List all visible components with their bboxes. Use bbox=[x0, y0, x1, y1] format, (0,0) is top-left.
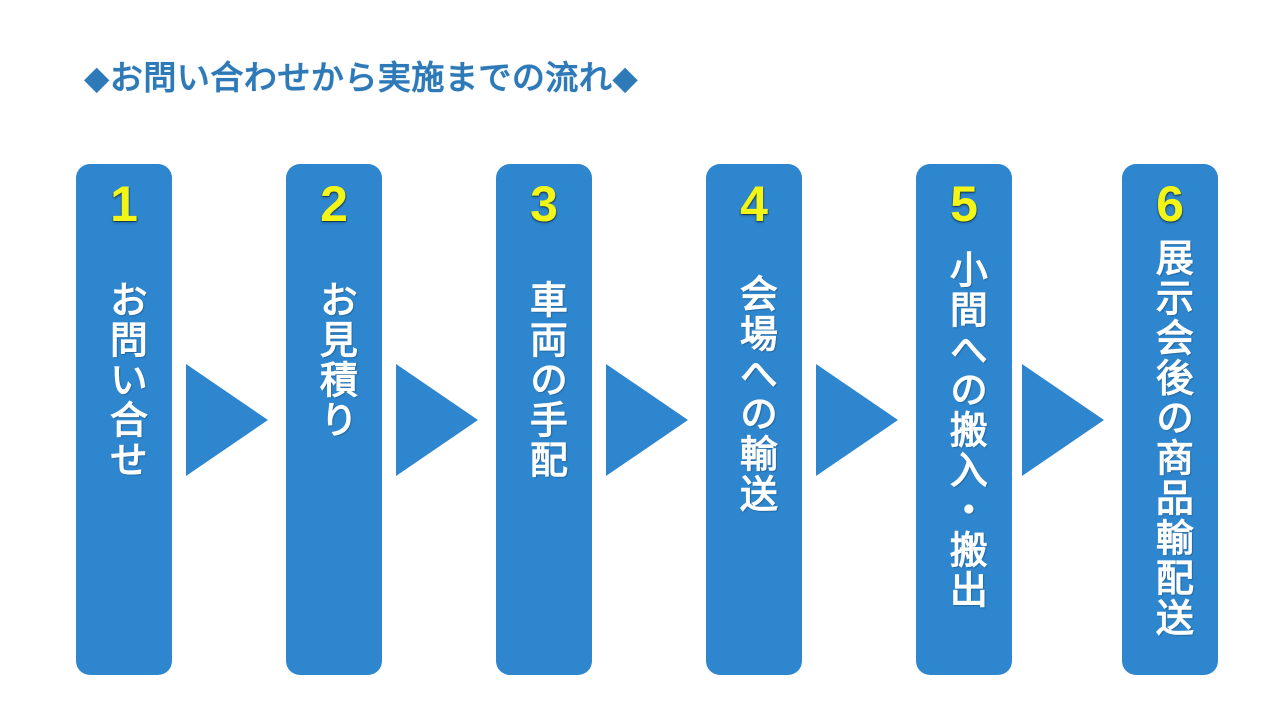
flow-step-card-3: 3 車両の手配 bbox=[496, 164, 592, 675]
step-label-5: 小間への搬入・搬出 bbox=[943, 250, 986, 610]
arrow-1-to-2-icon bbox=[186, 364, 268, 476]
step-label-6: 展示会後の商品輸配送 bbox=[1149, 238, 1192, 638]
step-number-1: 1 bbox=[110, 176, 138, 232]
arrow-4-to-5-icon bbox=[816, 364, 898, 476]
arrow-3-to-4-icon bbox=[606, 364, 688, 476]
arrow-5-to-6-icon bbox=[1022, 364, 1104, 476]
step-number-4: 4 bbox=[740, 176, 768, 232]
step-number-6: 6 bbox=[1156, 176, 1184, 232]
page-title: ◆お問い合わせから実施までの流れ◆ bbox=[84, 59, 639, 96]
step-number-2: 2 bbox=[320, 176, 348, 232]
flow-step-card-6: 6 展示会後の商品輸配送 bbox=[1122, 164, 1218, 675]
arrow-2-to-3-icon bbox=[396, 364, 478, 476]
step-number-3: 3 bbox=[530, 176, 558, 232]
flow-diagram: 1 お問い合せ 2 お見積り 3 車両の手配 4 会場への輸送 5 小間への搬入… bbox=[0, 164, 1280, 676]
flow-step-card-1: 1 お問い合せ bbox=[76, 164, 172, 675]
step-label-1: お問い合せ bbox=[103, 280, 146, 480]
flow-step-card-4: 4 会場への輸送 bbox=[706, 164, 802, 675]
step-label-4: 会場への輸送 bbox=[733, 274, 776, 514]
flow-step-card-5: 5 小間への搬入・搬出 bbox=[916, 164, 1012, 675]
step-label-2: お見積り bbox=[313, 280, 356, 440]
flow-step-card-2: 2 お見積り bbox=[286, 164, 382, 675]
step-number-5: 5 bbox=[950, 176, 978, 232]
step-label-3: 車両の手配 bbox=[523, 280, 566, 480]
